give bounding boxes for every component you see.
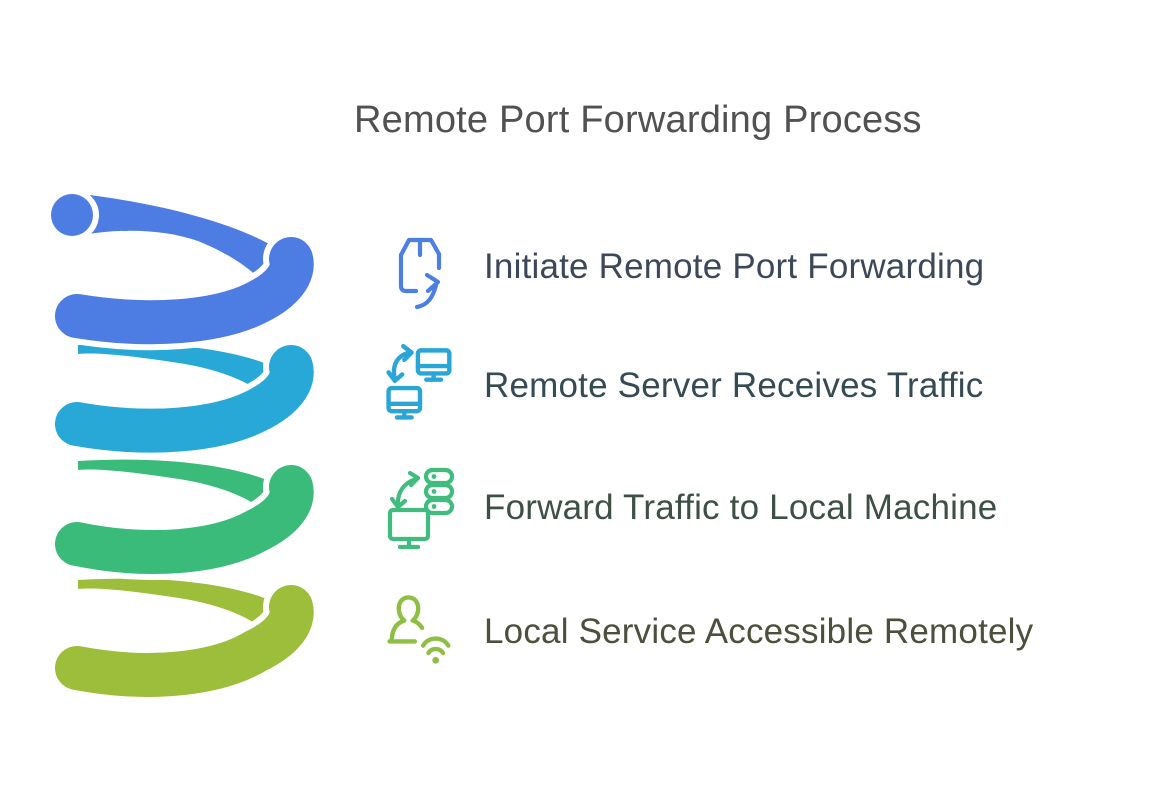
step-row-2: Remote Server Receives Traffic bbox=[382, 340, 983, 432]
coil-4-back-band bbox=[78, 578, 303, 655]
step-label-1: Initiate Remote Port Forwarding bbox=[484, 247, 985, 286]
coil-4-front-ribbon bbox=[55, 585, 314, 697]
package-export-icon bbox=[398, 237, 442, 310]
coil-3-front-ribbon bbox=[55, 465, 314, 575]
coil-3-back-band bbox=[78, 459, 303, 536]
step-label-4: Local Service Accessible Remotely bbox=[484, 612, 1034, 651]
server-to-monitor-sync-icon bbox=[387, 467, 455, 550]
step-label-2: Remote Server Receives Traffic bbox=[484, 366, 984, 405]
step-row-3: Forward Traffic to Local Machine bbox=[382, 462, 997, 554]
coil-1-back-band bbox=[72, 193, 304, 313]
page-title: Remote Port Forwarding Process bbox=[354, 99, 922, 141]
step-row-4: Local Service Accessible Remotely bbox=[382, 586, 1033, 678]
coil-2-front-ribbon bbox=[55, 345, 314, 453]
coil-end-cap bbox=[51, 194, 93, 236]
step-label-3: Forward Traffic to Local Machine bbox=[484, 488, 998, 527]
step-row-1: Initiate Remote Port Forwarding bbox=[382, 221, 984, 313]
coil-2-back-band bbox=[78, 343, 303, 420]
spiral-coil-graphic bbox=[47, 189, 320, 703]
monitors-sync-icon bbox=[386, 343, 452, 420]
coil-1-front-ribbon bbox=[55, 237, 314, 345]
person-wifi-icon bbox=[387, 595, 451, 664]
